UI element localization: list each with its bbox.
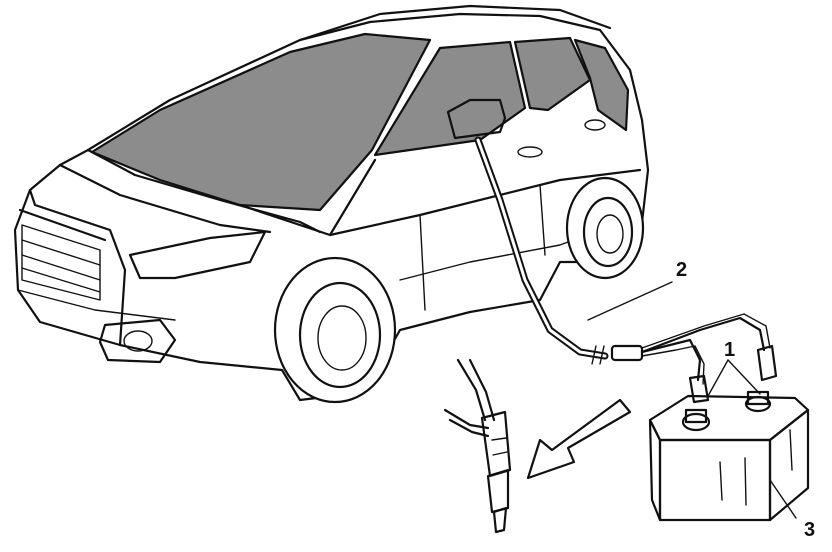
clamp-illustration	[443, 358, 512, 534]
callout-1: 1	[724, 339, 735, 361]
callout-3: 3	[804, 519, 815, 541]
arrow-icon	[526, 398, 632, 480]
callout-2: 2	[676, 259, 687, 281]
charging-cable	[474, 136, 771, 385]
battery-illustration	[648, 344, 810, 522]
leader-lines	[587, 281, 797, 519]
car-illustration	[13, 4, 650, 404]
